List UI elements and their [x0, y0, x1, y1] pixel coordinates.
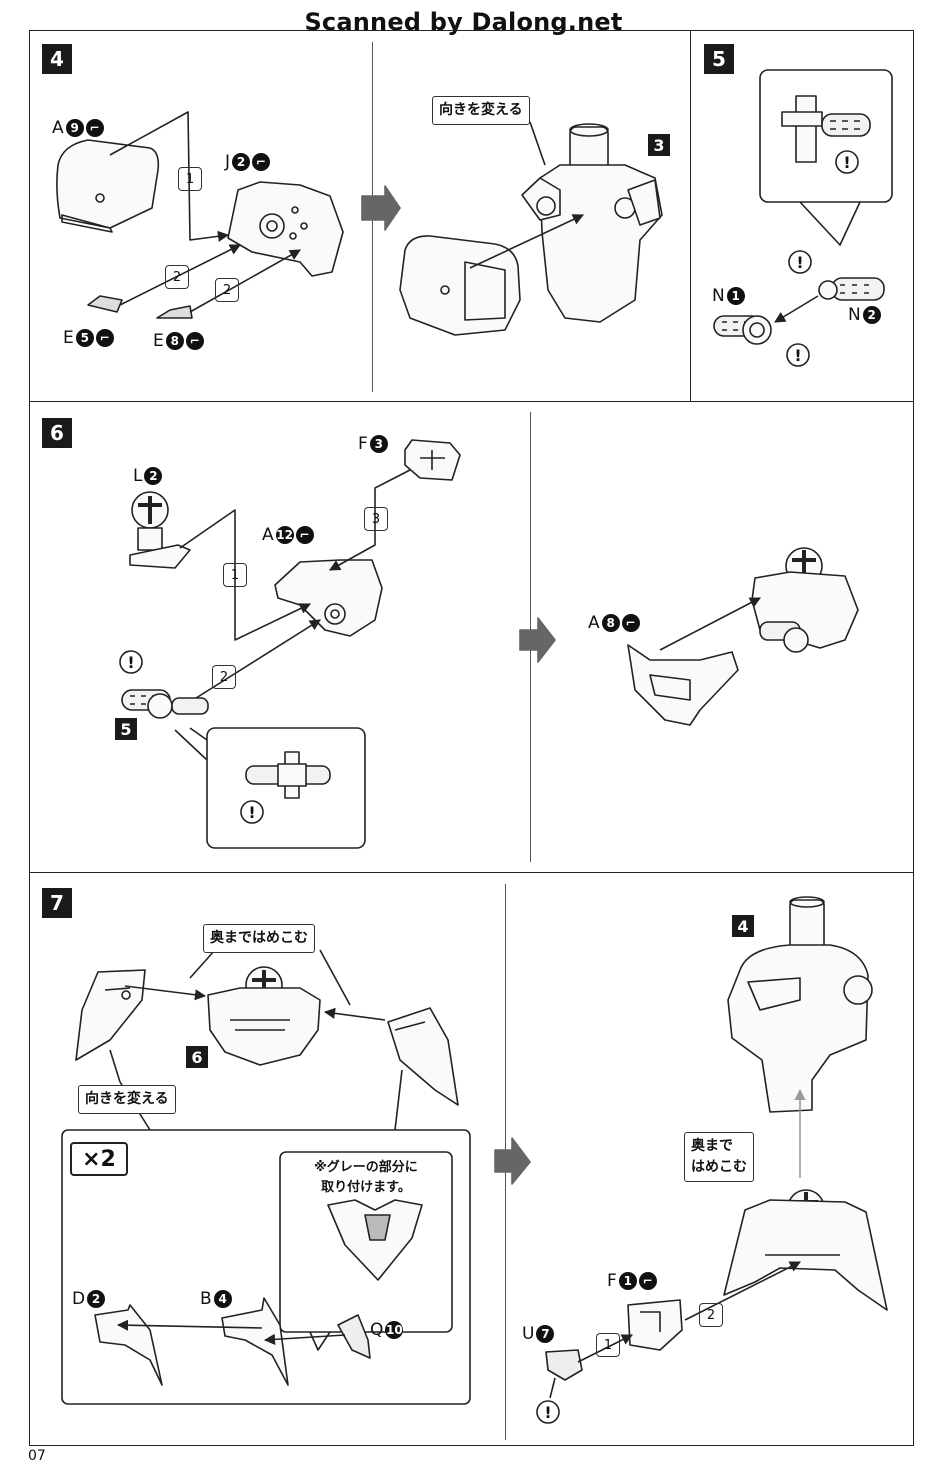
bracket-part-f3	[404, 439, 461, 481]
warning-icon: ! ! ! ! ! !	[119, 150, 859, 1424]
ref-step-badge: 3	[648, 134, 670, 156]
ref-step-badge: 4	[732, 915, 754, 937]
note-change-direction: 向きを変える	[432, 96, 530, 125]
cut-icon: ⌐	[85, 119, 104, 137]
small-part-e8	[156, 305, 193, 319]
joint-part-ref-5	[121, 689, 209, 719]
side-armor-right	[387, 1007, 459, 1106]
chest-armor-part	[56, 139, 160, 233]
arrow-right-icon	[494, 1137, 531, 1185]
ball-joint-part-l2	[129, 491, 191, 569]
step-number: 4	[42, 44, 72, 74]
ref-step-badge: 6	[186, 1046, 208, 1068]
part-f1	[627, 1299, 683, 1351]
cut-icon: ⌐	[95, 329, 114, 347]
scan-watermark: Scanned by Dalong.net	[304, 8, 623, 36]
hip-frame-part-a12	[274, 559, 383, 637]
step-number: 7	[42, 888, 72, 918]
step-number: 6	[42, 418, 72, 448]
armor-part-d2	[94, 1304, 163, 1386]
order-marker: 2	[165, 265, 189, 289]
callout-joint-detail	[759, 69, 893, 246]
armor-part-q10	[337, 1314, 371, 1359]
cut-icon: ⌐	[252, 153, 271, 171]
order-marker: 1	[178, 167, 202, 191]
quantity-multiplier: ×2	[70, 1142, 128, 1176]
assembled-torso	[521, 123, 663, 323]
page-number: 07	[28, 1448, 46, 1464]
svg-text:!: !	[127, 653, 134, 672]
hip-center-ref-6	[207, 966, 321, 1066]
callout-gray-part	[279, 1151, 453, 1351]
torso-frame-part	[227, 181, 344, 277]
ref-step-badge: 5	[115, 718, 137, 740]
arrow-right-icon	[519, 617, 556, 663]
svg-text:!: !	[796, 253, 803, 272]
small-part-e5	[87, 295, 123, 313]
front-skirt-part-a8	[627, 644, 739, 726]
svg-text:!: !	[248, 803, 255, 822]
assembled-hip	[723, 1189, 888, 1311]
cut-icon: ⌐	[295, 526, 314, 544]
svg-text:!: !	[544, 1403, 551, 1422]
order-marker: 1	[223, 563, 247, 587]
joint-part-n1	[713, 315, 772, 345]
note-change-direction: 向きを変える	[78, 1085, 176, 1114]
panel-step-7	[29, 872, 914, 1446]
note-push-in: 奥まで はめこむ	[684, 1132, 754, 1182]
cut-icon: ⌐	[638, 1272, 657, 1290]
assembled-hip-frame	[751, 547, 859, 653]
joint-part-n2	[818, 277, 885, 301]
order-marker: 2	[212, 665, 236, 689]
side-armor-left	[75, 969, 146, 1061]
armor-part-b4	[221, 1297, 289, 1386]
callout-joint-detail	[174, 727, 366, 849]
sub-assembly-box	[61, 1129, 471, 1405]
arrow-right-icon	[361, 185, 401, 231]
order-marker: 2	[699, 1303, 723, 1327]
part-u7	[545, 1349, 583, 1381]
order-marker: 1	[596, 1333, 620, 1357]
chest-armor-part	[399, 235, 521, 336]
cut-icon: ⌐	[185, 332, 204, 350]
gray-part-note: ※グレーの部分に 取り付けます。	[314, 1160, 418, 1195]
assembled-upper-torso-ref-4	[727, 896, 873, 1113]
order-marker: 3	[364, 507, 388, 531]
svg-text:!: !	[843, 153, 850, 172]
order-marker: 2	[215, 278, 239, 302]
cut-icon: ⌐	[621, 614, 640, 632]
svg-text:!: !	[794, 346, 801, 365]
step-number: 5	[704, 44, 734, 74]
note-push-in: 奥まではめこむ	[203, 924, 315, 953]
